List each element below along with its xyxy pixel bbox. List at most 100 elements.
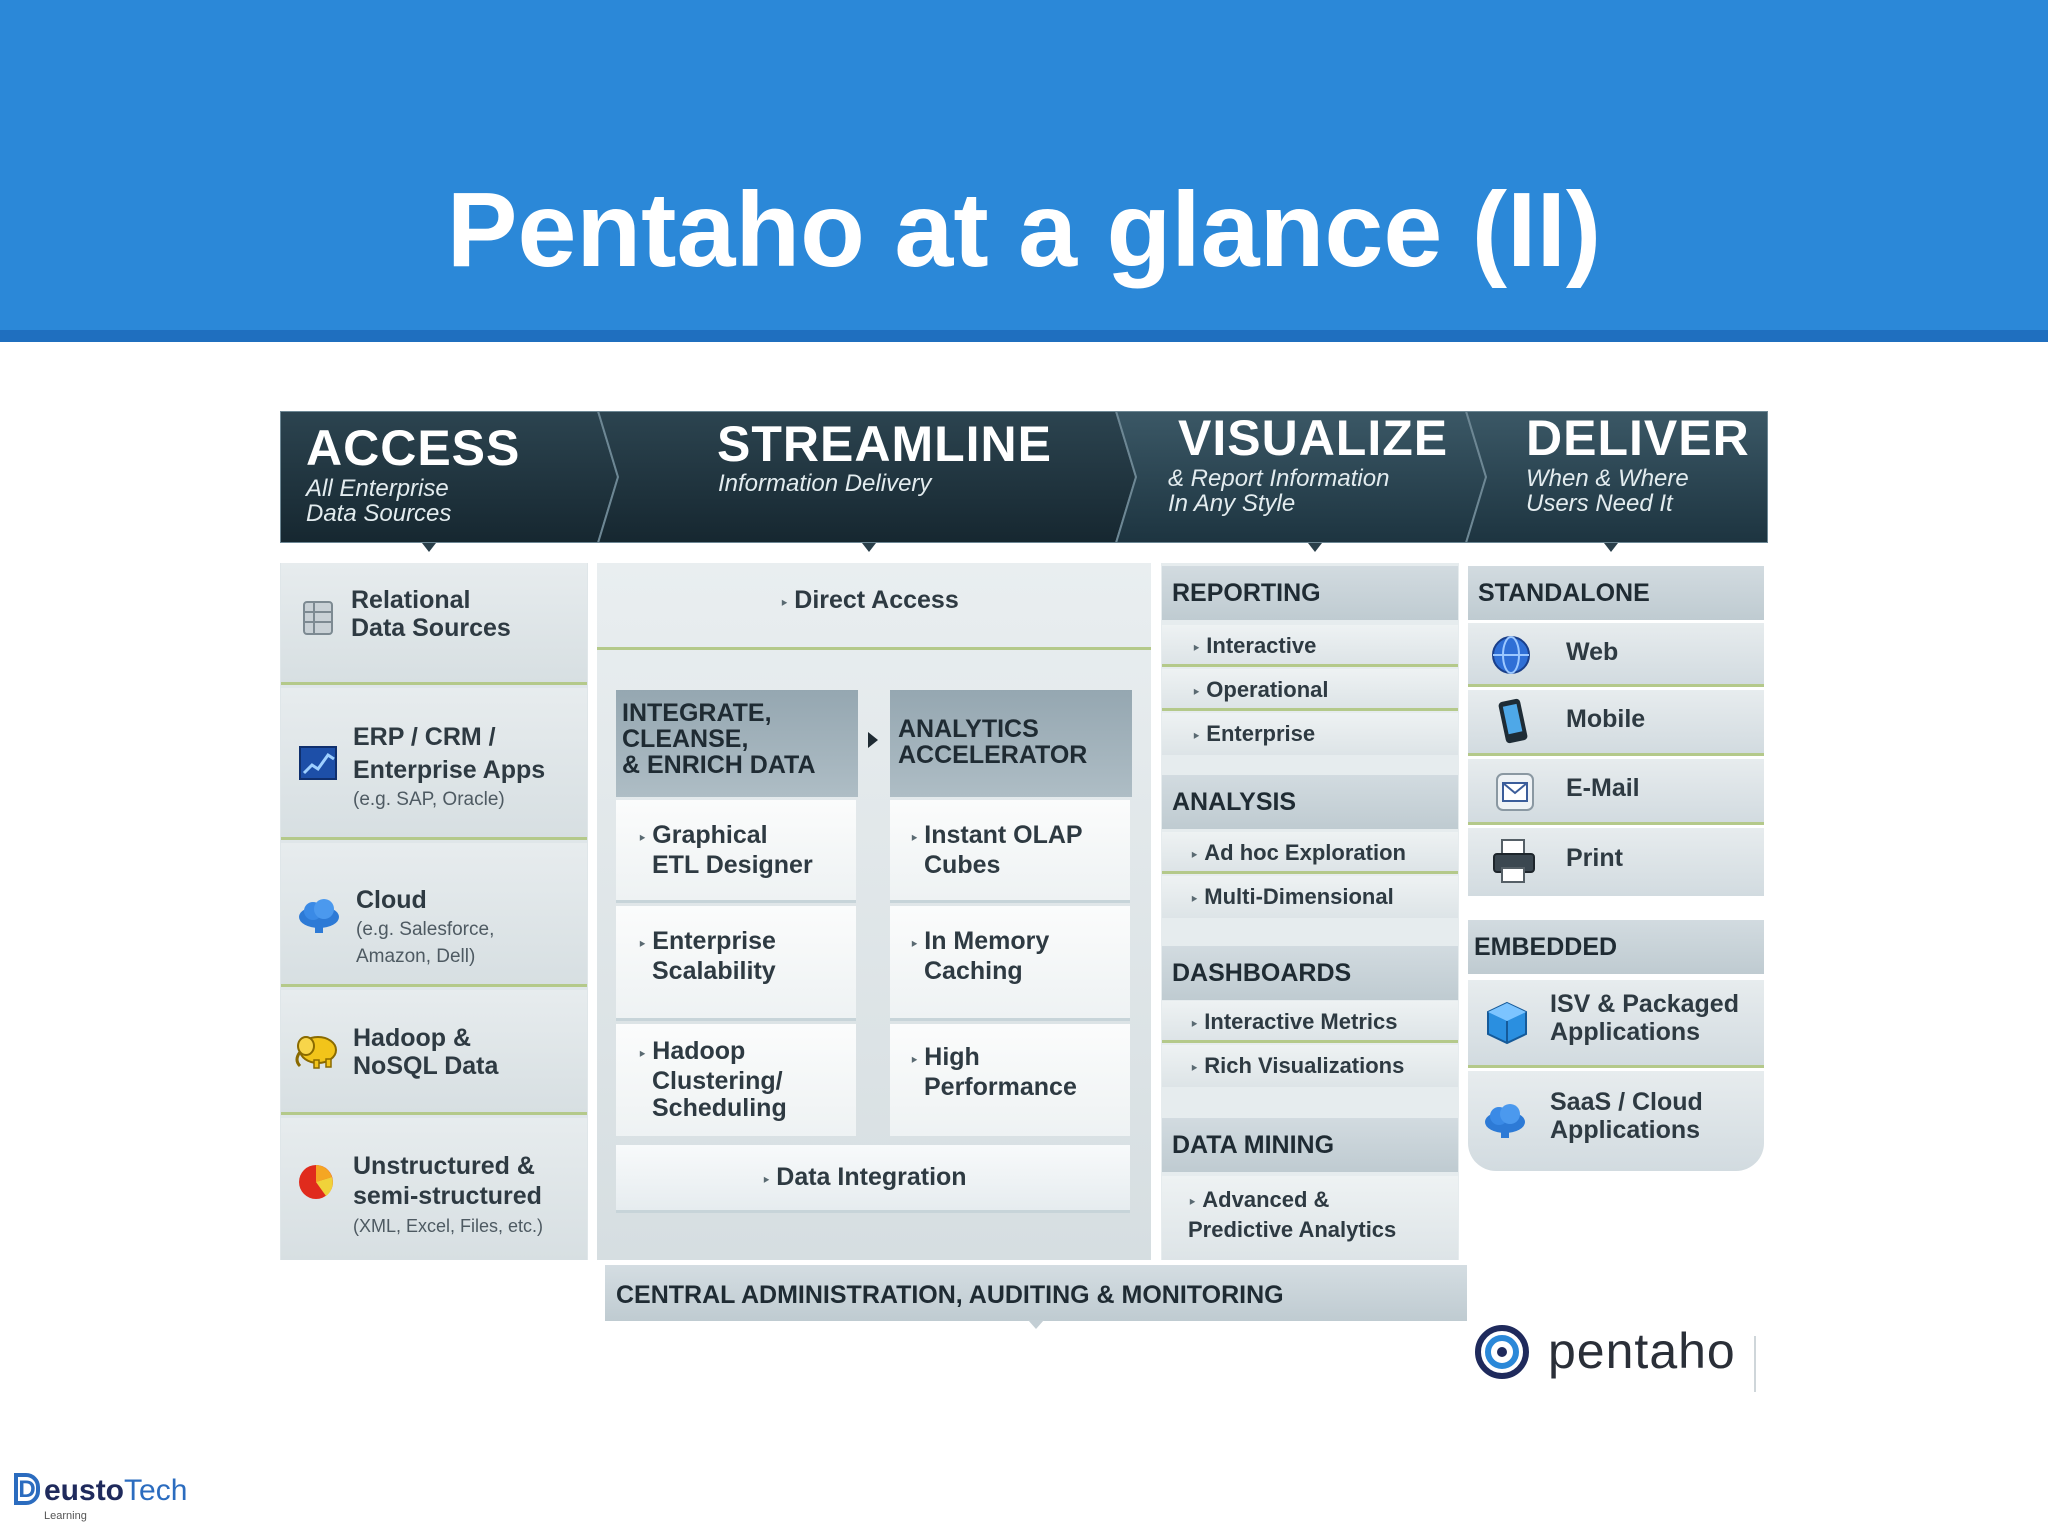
integrate-item-scalability-line-2: Scalability: [652, 957, 776, 985]
access-note-cloud-2: Amazon, Dell): [356, 946, 476, 967]
deusto-d-mark: D: [14, 1473, 40, 1505]
analysis-item-multidimensional: ‣Multi-Dimensional: [1162, 876, 1458, 918]
analytics-title-1: ANALYTICS: [898, 715, 1039, 743]
email-envelope-icon: [1496, 773, 1534, 811]
analytics-title-2: ACCELERATOR: [898, 741, 1088, 769]
access-label-hadoop-2: NoSQL Data: [353, 1052, 499, 1080]
direct-access-label: ‣Direct Access: [780, 586, 959, 614]
deusto-logo-text: eustoTech: [44, 1474, 187, 1508]
phase-streamline-subtitle: Information Delivery: [718, 470, 932, 497]
cube-icon: [1487, 1001, 1527, 1045]
phase-streamline-title: STREAMLINE: [717, 416, 1052, 472]
pentaho-swirl-icon: [1475, 1325, 1529, 1379]
reporting-item-interactive: ‣Interactive: [1162, 625, 1458, 667]
deliver-label-isv: ISV & Packaged Applications: [1550, 990, 1739, 1046]
deusto-logo-tech: Tech: [124, 1474, 188, 1507]
deliver-label-isv-1: ISV & Packaged: [1550, 990, 1739, 1018]
deliver-label-saas-1: SaaS / Cloud: [1550, 1088, 1703, 1116]
central-admin-label: CENTRAL ADMINISTRATION, AUDITING & MONIT…: [616, 1281, 1284, 1309]
access-label-erp-1: ERP / CRM /: [353, 723, 496, 751]
analytics-item-olap-line-1: ‣Instant OLAP: [910, 821, 1083, 849]
printer-icon: [1493, 839, 1535, 883]
analytics-item-performance-line-2: Performance: [924, 1073, 1077, 1101]
data-integration-bar: [616, 1145, 1130, 1213]
analytics-item-caching: ‣In Memory Caching: [890, 906, 1130, 1021]
access-label-hadoop-1: Hadoop &: [353, 1024, 472, 1052]
logo-divider: [1754, 1336, 1756, 1392]
integrate-item-hadoop-line-3: Scheduling: [652, 1094, 787, 1122]
pentaho-logo-text: pentaho: [1548, 1323, 1736, 1379]
deliver-label-email: E-Mail: [1566, 774, 1640, 802]
category-analysis: ANALYSIS: [1162, 775, 1458, 829]
integrate-header: INTEGRATE, CLEANSE, & ENRICH DATA: [616, 690, 858, 797]
data-integration-label: ‣Data Integration: [762, 1163, 967, 1191]
integrate-item-hadoop-line-2: Clustering/: [652, 1067, 783, 1095]
database-icon: [303, 601, 333, 635]
data-mining-item-predictive: ‣Advanced & Predictive Analytics: [1162, 1176, 1458, 1260]
deusto-logo-sub: Learning: [44, 1510, 87, 1522]
access-note-erp: (e.g. SAP, Oracle): [353, 789, 505, 810]
phase-visualize-subtitle-2: In Any Style: [1168, 490, 1296, 517]
access-label-cloud: Cloud: [356, 886, 427, 914]
phase-access-title: ACCESS: [306, 420, 521, 476]
access-label-relational-2: Data Sources: [351, 614, 511, 642]
integrate-title-1: INTEGRATE,: [622, 699, 772, 727]
deliver-label-saas-2: Applications: [1550, 1116, 1701, 1144]
access-item-unstructured: [281, 1118, 587, 1260]
access-label-unstructured-1: Unstructured &: [353, 1152, 535, 1180]
integrate-item-scalability-line-1: ‣Enterprise: [638, 927, 776, 955]
deliver-label-isv-2: Applications: [1550, 1018, 1701, 1046]
category-embedded: EMBEDDED: [1468, 920, 1764, 974]
phase-access-subtitle-2: Data Sources: [306, 500, 452, 527]
slide-title: Pentaho at a glance (II): [446, 171, 1602, 289]
analytics-item-performance: ‣High Performance: [890, 1024, 1130, 1136]
integrate-title-2: CLEANSE,: [622, 725, 749, 753]
analytics-item-olap-line-2: Cubes: [924, 851, 1001, 879]
phase-visualize-subtitle-1: & Report Information: [1168, 465, 1390, 492]
integrate-item-hadoop-line-1: ‣Hadoop: [638, 1037, 746, 1065]
hadoop-elephant-icon: [295, 1036, 337, 1069]
category-data-mining: DATA MINING: [1162, 1118, 1458, 1172]
phase-deliver-subtitle-2: Users Need It: [1526, 490, 1673, 517]
deusto-logo-eusto: eusto: [44, 1474, 125, 1507]
integrate-item-scalability: ‣Enterprise Scalability: [616, 906, 856, 1021]
deliver-label-web: Web: [1566, 638, 1619, 666]
header-underline: [0, 330, 2048, 342]
access-label-relational-1: Relational: [351, 586, 471, 614]
pie-chart-icon: [299, 1165, 333, 1199]
analytics-item-performance-line-1: ‣High: [910, 1043, 980, 1071]
phase-deliver-subtitle-1: When & Where: [1526, 465, 1689, 492]
integrate-item-etl-line-1: ‣Graphical: [638, 821, 768, 849]
cloud-icon: [299, 899, 339, 933]
admin-bar-pointer: [1028, 1320, 1044, 1329]
mobile-phone-icon: [1498, 698, 1528, 744]
access-note-unstructured: (XML, Excel, Files, etc.): [353, 1216, 544, 1236]
deliver-label-mobile: Mobile: [1566, 705, 1646, 733]
phase-banner: [280, 411, 1768, 543]
phase-deliver-title: DELIVER: [1526, 410, 1750, 466]
integrate-item-etl-line-2: ETL Designer: [652, 851, 813, 879]
deliver-label-print: Print: [1566, 844, 1623, 872]
integrate-item-hadoop: ‣Hadoop Clustering/ Scheduling: [616, 1024, 856, 1136]
deliver-label-saas: SaaS / Cloud Applications: [1550, 1088, 1703, 1144]
category-dashboards: DASHBOARDS: [1162, 946, 1458, 1000]
globe-icon: [1492, 636, 1530, 674]
integrate-item-etl: ‣Graphical ETL Designer: [616, 800, 856, 903]
arrow-right-icon: [868, 732, 878, 748]
direct-access-divider: [597, 647, 1151, 650]
dashboards-item-metrics: ‣Interactive Metrics: [1162, 1001, 1458, 1043]
analytics-header: ANALYTICS ACCELERATOR: [890, 690, 1132, 797]
category-standalone: STANDALONE: [1468, 566, 1764, 620]
access-note-cloud-1: (e.g. Salesforce,: [356, 919, 495, 940]
cloud-saas-icon: [1485, 1104, 1525, 1138]
dashboards-item-visualizations: ‣Rich Visualizations: [1162, 1045, 1458, 1087]
banner-pointers: [422, 543, 1618, 552]
slide-header: [0, 0, 2048, 330]
analytics-item-olap: ‣Instant OLAP Cubes: [890, 800, 1130, 903]
access-label-unstructured-2: semi-structured: [353, 1182, 542, 1210]
enterprise-apps-icon: [299, 746, 337, 780]
central-admin-bar: [605, 1265, 1467, 1321]
analytics-item-caching-line-2: Caching: [924, 957, 1023, 985]
reporting-item-operational: ‣Operational: [1162, 669, 1458, 711]
phase-visualize-title: VISUALIZE: [1178, 410, 1449, 466]
